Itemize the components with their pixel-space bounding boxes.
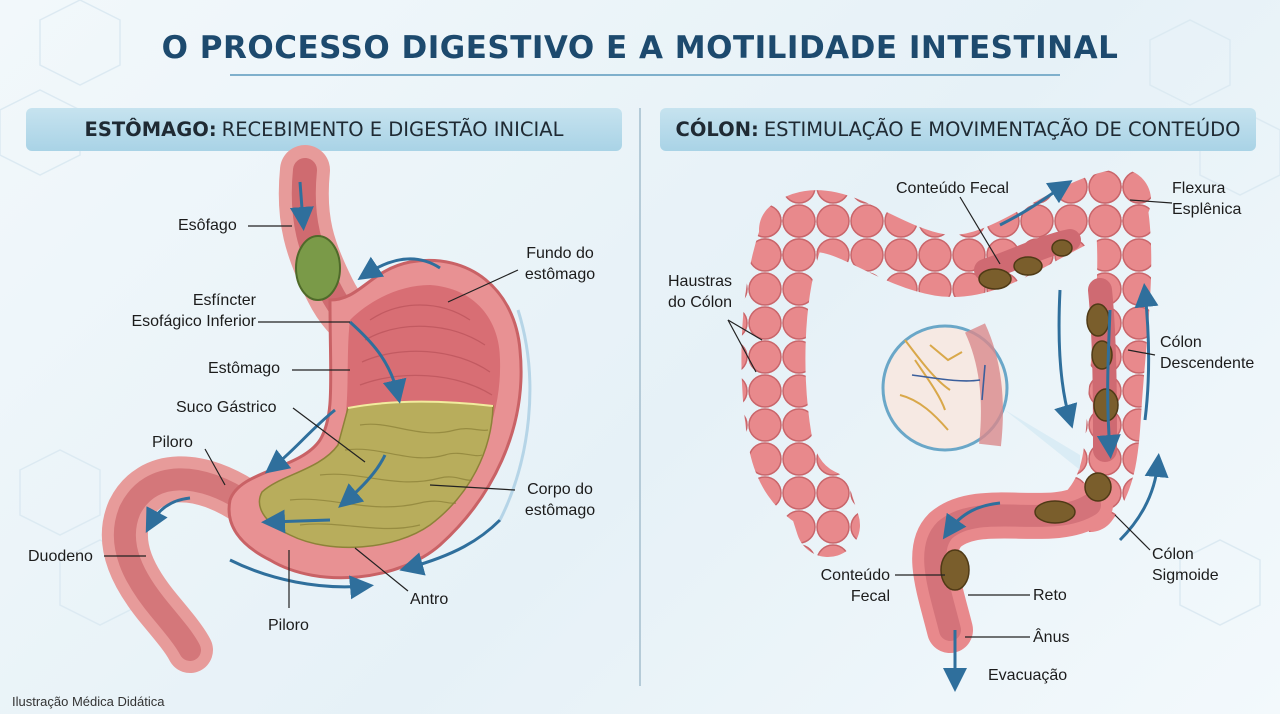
title-underline <box>230 74 1060 76</box>
label-colon-descendente-line2: Descendente <box>1160 355 1255 372</box>
label-anus: Ânus <box>1033 629 1070 646</box>
label-corpo-line2: estômago <box>524 502 596 519</box>
label-conteudo-fecal-bottom-line2: Fecal <box>850 588 890 605</box>
fecal-content-group <box>940 239 1119 591</box>
label-conteudo-fecal-bottom-line1: Conteúdo <box>820 567 890 584</box>
label-esfincter-line2: Esofágico Inferior <box>131 313 256 330</box>
label-evacuacao: Evacuação <box>988 667 1068 684</box>
stomach-illustration <box>101 145 532 673</box>
label-suco-gastrico: Suco Gástrico <box>176 399 277 416</box>
ascending-colon <box>741 208 860 557</box>
label-flexura-line2: Esplênica <box>1172 201 1242 218</box>
colon-header-bold: CÓLON: <box>675 118 759 141</box>
label-colon-sigmoide-line2: Sigmoide <box>1152 567 1219 584</box>
label-haustras-line1: Haustras <box>668 273 733 290</box>
label-colon-descendente-line1: Cólon <box>1160 334 1202 351</box>
label-antro: Antro <box>410 591 449 608</box>
panel-divider <box>639 108 641 686</box>
label-corpo-line1: Corpo do <box>527 481 593 498</box>
label-fundo-line1: Fundo do <box>526 245 594 262</box>
food-bolus <box>295 235 341 301</box>
label-duodeno: Duodeno <box>28 548 93 565</box>
label-flexura-line1: Flexura <box>1172 180 1226 197</box>
stomach-header-text: RECEBIMENTO E DIGESTÃO INICIAL <box>221 118 564 141</box>
label-piloro-bottom: Piloro <box>268 617 309 634</box>
label-haustras-line2: do Cólon <box>668 294 733 311</box>
label-esofago: Esôfago <box>178 217 237 234</box>
label-conteudo-fecal-top: Conteúdo Fecal <box>896 180 1009 197</box>
label-piloro-top: Piloro <box>152 434 193 451</box>
label-colon-sigmoide-line1: Cólon <box>1152 546 1194 563</box>
label-reto: Reto <box>1033 587 1067 604</box>
label-fundo-line2: estômago <box>524 266 596 283</box>
stomach-panel-header: ESTÔMAGO: RECEBIMENTO E DIGESTÃO INICIAL <box>26 108 622 151</box>
page-title: O PROCESSO DIGESTIVO E A MOTILIDADE INTE… <box>161 30 1119 66</box>
transverse-colon <box>759 169 1151 297</box>
label-esfincter-line1: Esfíncter <box>192 292 256 309</box>
colon-header-text: ESTIMULAÇÃO E MOVIMENTAÇÃO DE CONTEÚDO <box>763 118 1241 141</box>
illustration-credit: Ilustração Médica Didática <box>12 694 165 709</box>
colon-panel-header: CÓLON: ESTIMULAÇÃO E MOVIMENTAÇÃO DE CON… <box>660 108 1256 151</box>
label-estomago: Estômago <box>208 360 281 377</box>
stomach-header-bold: ESTÔMAGO: <box>84 118 217 141</box>
